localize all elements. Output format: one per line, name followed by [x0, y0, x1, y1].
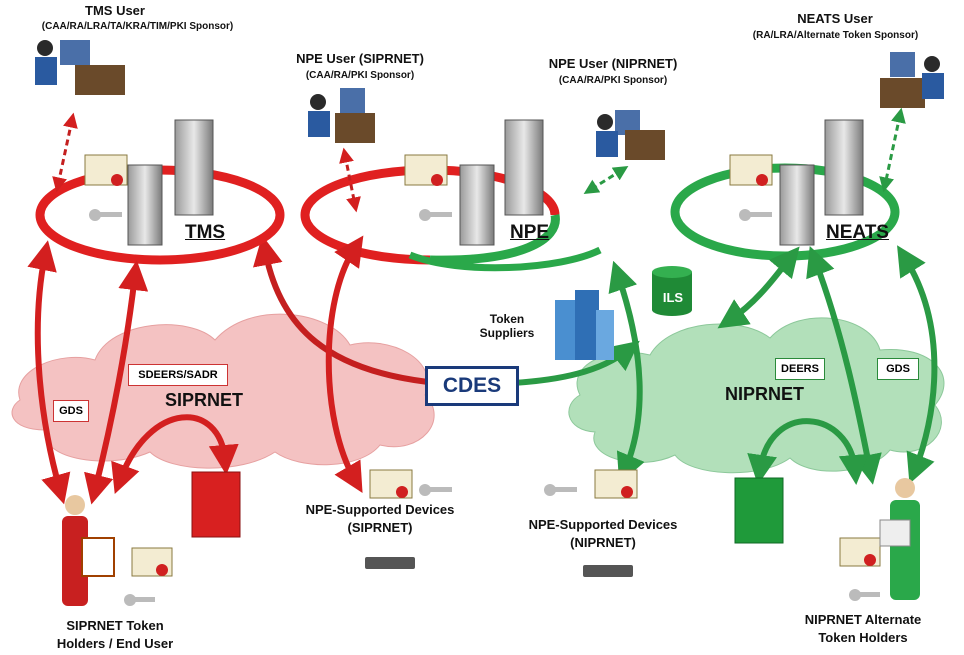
deers-tag: DEERS — [775, 358, 825, 380]
tms-user-title: TMS User — [85, 3, 145, 18]
niprnet-holders-label: NIPRNET Alternate — [804, 612, 922, 627]
certificate-icon — [404, 154, 448, 186]
tms-user-roles: (CAA/RA/LRA/TA/KRA/TIM/PKI Sponsor) — [41, 21, 234, 32]
certificate-icon — [131, 547, 173, 577]
npe-sip-user-arrow — [339, 147, 361, 213]
cdes-box: CDES — [425, 366, 519, 406]
neats-user-roles: (RA/LRA/Alternate Token Sponsor) — [752, 30, 919, 41]
tms-user-arrow — [52, 112, 78, 193]
npe-label: NPE — [510, 222, 550, 243]
npe-nip-devices-label: NPE-Supported Devices — [528, 517, 678, 532]
npe-server — [459, 119, 544, 246]
siprnet-holders-sub: Holders / End User — [56, 636, 174, 651]
tms-label: TMS — [185, 222, 226, 243]
neats-label: NEATS — [826, 222, 889, 243]
gds-tag-left: GDS — [53, 400, 89, 422]
deers-arrow — [717, 246, 800, 329]
gds-tag-right: GDS — [877, 358, 919, 380]
neats-user-icon — [880, 52, 944, 108]
neats-user-title: NEATS User — [797, 11, 873, 26]
npe-siprnet-user-roles: (CAA/RA/PKI Sponsor) — [305, 70, 415, 81]
certificate-icon — [84, 154, 128, 186]
npe-siprnet-user-title: NPE User (SIPRNET) — [296, 51, 424, 66]
tms-user-icon — [35, 40, 125, 95]
key-icon — [849, 589, 880, 601]
npe-ring-green-tail — [408, 246, 602, 272]
npe-nip-devices-sub: (NIPRNET) — [570, 535, 636, 550]
key-icon — [419, 484, 452, 496]
certificate-icon — [594, 469, 638, 499]
key-icon — [89, 209, 122, 221]
npe-niprnet-user-title: NPE User (NIPRNET) — [548, 56, 678, 71]
gds-arrow-right — [897, 245, 938, 484]
siprnet-holders-label: SIPRNET Token — [66, 618, 164, 633]
certificate-icon — [729, 154, 773, 186]
token-suppliers-buildings-icon — [555, 290, 614, 360]
key-icon — [544, 484, 577, 496]
niprnet-label: NIPRNET — [725, 384, 805, 404]
neats-holder-arrow — [806, 245, 882, 485]
ils-label: ILS — [662, 290, 684, 305]
sdeers-sadr-tag: SDEERS/SADR — [128, 364, 228, 386]
neats-server — [779, 119, 864, 246]
npe-nip-device-icon — [583, 565, 633, 577]
token-suppliers-label: Token Suppliers — [479, 312, 535, 340]
npe-niprnet-user-roles: (CAA/RA/PKI Sponsor) — [558, 75, 668, 86]
npe-siprnet-user-icon — [308, 88, 375, 143]
key-icon — [124, 594, 155, 606]
npe-sip-devices-label: NPE-Supported Devices — [305, 502, 455, 517]
certificate-icon — [369, 469, 413, 499]
key-icon — [419, 209, 452, 221]
siprnet-server-icon — [191, 471, 241, 538]
npe-nip-device-arrow — [608, 260, 645, 484]
niprnet-server-icon — [734, 477, 784, 544]
ils-database-icon — [652, 266, 692, 316]
siprnet-label: SIPRNET — [165, 390, 244, 410]
siprnet-loop-arrow — [111, 414, 239, 495]
niprnet-holder-figure — [879, 478, 920, 600]
niprnet-loop-arrow — [747, 418, 869, 485]
npe-sip-device-icon — [365, 557, 415, 569]
npe-sip-devices-sub: (SIPRNET) — [347, 520, 413, 535]
neats-user-arrow — [879, 107, 906, 193]
certificate-icon — [839, 537, 881, 567]
gds-arrow-left — [27, 240, 71, 505]
tms-holder-arrow — [84, 260, 149, 505]
tms-server — [127, 119, 214, 246]
npe-sip-device-arrow — [325, 235, 364, 493]
npe-nip-user-arrow — [583, 166, 629, 194]
niprnet-holders-sub: Token Holders — [818, 630, 908, 645]
npe-niprnet-user-icon — [596, 110, 665, 160]
key-icon — [739, 209, 772, 221]
tms-cdes-link — [253, 235, 429, 385]
npe-ring-green — [429, 214, 560, 265]
siprnet-holder-figure — [62, 495, 115, 606]
